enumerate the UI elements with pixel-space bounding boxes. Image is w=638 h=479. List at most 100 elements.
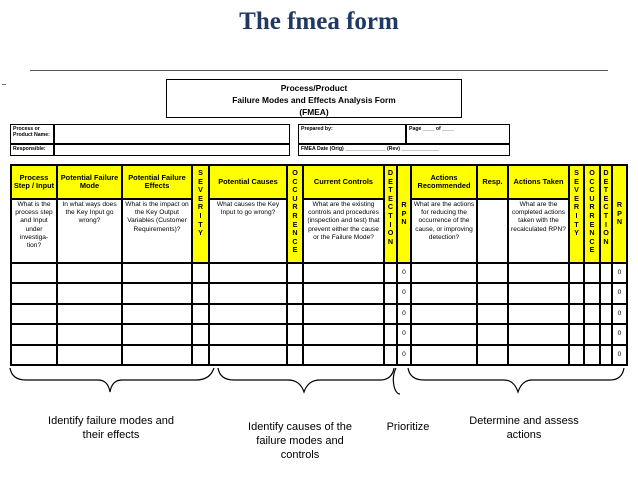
table-cell[interactable] <box>569 283 584 304</box>
table-cell[interactable] <box>600 324 612 345</box>
table-cell[interactable] <box>122 303 192 325</box>
rpn-value-2[interactable]: 0 <box>612 303 627 325</box>
table-cell[interactable] <box>477 344 508 365</box>
table-cell[interactable] <box>209 303 287 325</box>
header-letter: I <box>575 210 578 220</box>
table-cell[interactable] <box>303 283 384 304</box>
table-cell[interactable] <box>57 344 122 365</box>
table-cell[interactable] <box>584 324 600 345</box>
table-cell[interactable] <box>122 324 192 345</box>
rpn-value[interactable]: 0 <box>397 324 411 345</box>
table-cell[interactable] <box>600 263 612 284</box>
table-cell[interactable] <box>477 283 508 304</box>
form-title-box: Process/Product Failure Modes and Effect… <box>166 79 462 118</box>
rpn-value[interactable]: 0 <box>397 303 411 325</box>
rpn-value-2[interactable]: 0 <box>612 344 627 365</box>
table-cell[interactable] <box>303 344 384 365</box>
table-cell[interactable] <box>303 263 384 284</box>
table-cell[interactable] <box>477 263 508 284</box>
table-cell[interactable] <box>600 344 612 365</box>
rpn-value-2[interactable]: 0 <box>612 263 627 284</box>
table-cell[interactable] <box>411 283 477 304</box>
table-cell[interactable] <box>122 344 192 365</box>
table-cell[interactable] <box>477 303 508 325</box>
table-cell[interactable] <box>57 263 122 284</box>
table-cell[interactable] <box>57 283 122 304</box>
table-cell[interactable] <box>411 324 477 345</box>
table-cell[interactable] <box>122 283 192 304</box>
form-title-line-1: Process/Product <box>280 83 348 93</box>
table-cell[interactable] <box>569 324 584 345</box>
table-cell[interactable] <box>384 283 397 304</box>
rpn-value[interactable]: 0 <box>397 344 411 365</box>
table-cell[interactable] <box>569 263 584 284</box>
table-cell[interactable] <box>287 263 303 284</box>
table-cell[interactable] <box>209 263 287 284</box>
table-cell[interactable] <box>11 303 57 325</box>
rpn-value[interactable]: 0 <box>397 283 411 304</box>
table-cell[interactable] <box>303 303 384 325</box>
table-cell[interactable] <box>122 263 192 284</box>
table-cell[interactable] <box>57 324 122 345</box>
table-cell[interactable] <box>287 283 303 304</box>
table-cell[interactable] <box>477 324 508 345</box>
table-cell[interactable] <box>600 303 612 325</box>
table-cell[interactable] <box>57 303 122 325</box>
header-letter: O <box>603 228 609 238</box>
table-cell[interactable] <box>192 283 209 304</box>
process-name-field[interactable] <box>54 124 290 144</box>
brace-actions <box>407 367 625 394</box>
header-letter: E <box>603 193 609 203</box>
table-cell[interactable] <box>209 344 287 365</box>
table-cell[interactable] <box>384 303 397 325</box>
header-resp: Resp. <box>477 165 508 199</box>
table-cell[interactable] <box>411 344 477 365</box>
table-cell[interactable] <box>600 283 612 304</box>
desc-resp <box>477 199 508 263</box>
table-cell[interactable] <box>192 263 209 284</box>
table-cell[interactable] <box>569 344 584 365</box>
table-cell[interactable] <box>508 324 569 345</box>
table-cell[interactable] <box>508 344 569 365</box>
header-failure-mode: Potential Failure Mode <box>57 165 122 199</box>
table-cell[interactable] <box>287 344 303 365</box>
rpn-value-2[interactable]: 0 <box>612 283 627 304</box>
table-cell[interactable] <box>584 344 600 365</box>
table-cell[interactable] <box>384 263 397 284</box>
table-cell[interactable] <box>11 283 57 304</box>
table-cell[interactable] <box>584 263 600 284</box>
table-cell[interactable] <box>11 263 57 284</box>
table-cell[interactable] <box>411 303 477 325</box>
table-cell[interactable] <box>508 283 569 304</box>
table-cell[interactable] <box>192 344 209 365</box>
fmea-date-label: FMEA Date (Orig) ______________ (Rev) __… <box>298 144 510 156</box>
header-letter: U <box>292 193 298 203</box>
table-cell[interactable] <box>11 324 57 345</box>
header-current-controls: Current Controls <box>303 165 384 199</box>
table-cell[interactable] <box>584 283 600 304</box>
responsible-field[interactable] <box>54 144 290 156</box>
table-cell[interactable] <box>384 344 397 365</box>
desc-actions-recommended: What are the actions for reducing the oc… <box>411 199 477 263</box>
table-cell[interactable] <box>11 344 57 365</box>
table-cell[interactable] <box>384 324 397 345</box>
table-cell[interactable] <box>192 324 209 345</box>
table-cell[interactable] <box>192 303 209 325</box>
table-cell[interactable] <box>287 303 303 325</box>
table-cell[interactable] <box>569 303 584 325</box>
header-letter: E <box>589 219 595 229</box>
table-cell[interactable] <box>508 303 569 325</box>
table-cell[interactable] <box>411 263 477 284</box>
header-letter: V <box>198 185 203 195</box>
rpn-value[interactable]: 0 <box>397 263 411 284</box>
table-cell[interactable] <box>209 283 287 304</box>
table-cell[interactable] <box>209 324 287 345</box>
table-cell[interactable] <box>287 324 303 345</box>
table-cell[interactable] <box>303 324 384 345</box>
header-letter: Y <box>198 228 203 238</box>
rpn-value-2[interactable]: 0 <box>612 324 627 345</box>
desc-actions-taken: What are the completed actions taken wit… <box>508 199 569 263</box>
table-cell[interactable] <box>508 263 569 284</box>
table-cell[interactable] <box>584 303 600 325</box>
